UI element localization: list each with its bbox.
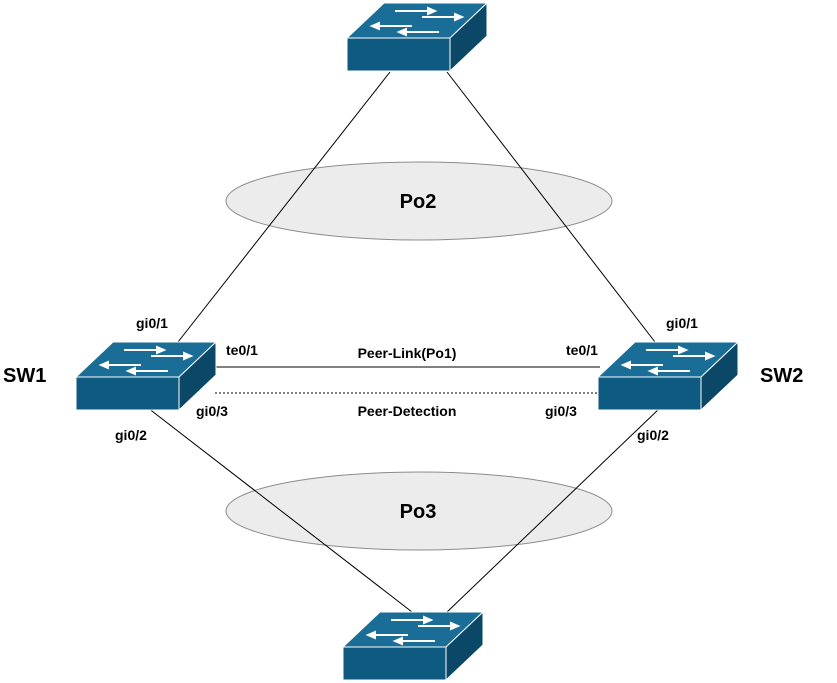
po2-label: Po2 <box>400 191 437 213</box>
bottom-switch-icon <box>342 611 484 681</box>
link-sw1-bottom <box>147 407 413 613</box>
sw1-gi03-label: gi0/3 <box>196 403 228 419</box>
link-sw2-bottom <box>446 407 661 613</box>
sw2-gi03-label: gi0/3 <box>545 403 577 419</box>
link-top-sw2 <box>446 71 656 343</box>
sw1-switch-icon <box>75 341 217 411</box>
po3-ellipse <box>225 471 613 551</box>
sw1-gi01-label: gi0/1 <box>136 315 168 331</box>
po2-ellipse <box>225 161 613 241</box>
top-switch-icon <box>346 2 488 72</box>
sw2-gi01-label: gi0/1 <box>666 315 698 331</box>
po3-label: Po3 <box>400 501 437 523</box>
sw1-label: SW1 <box>3 365 46 387</box>
sw2-label: SW2 <box>760 365 803 387</box>
sw1-gi02-label: gi0/2 <box>115 427 147 443</box>
peer-detection-label: Peer-Detection <box>358 403 457 419</box>
sw1-te01-label: te0/1 <box>226 342 258 358</box>
sw2-gi02-label: gi0/2 <box>637 427 669 443</box>
sw2-switch-icon <box>597 341 739 411</box>
peer-link-label: Peer-Link(Po1) <box>358 345 457 361</box>
link-top-sw1 <box>177 71 391 343</box>
sw2-te01-label: te0/1 <box>566 342 598 358</box>
